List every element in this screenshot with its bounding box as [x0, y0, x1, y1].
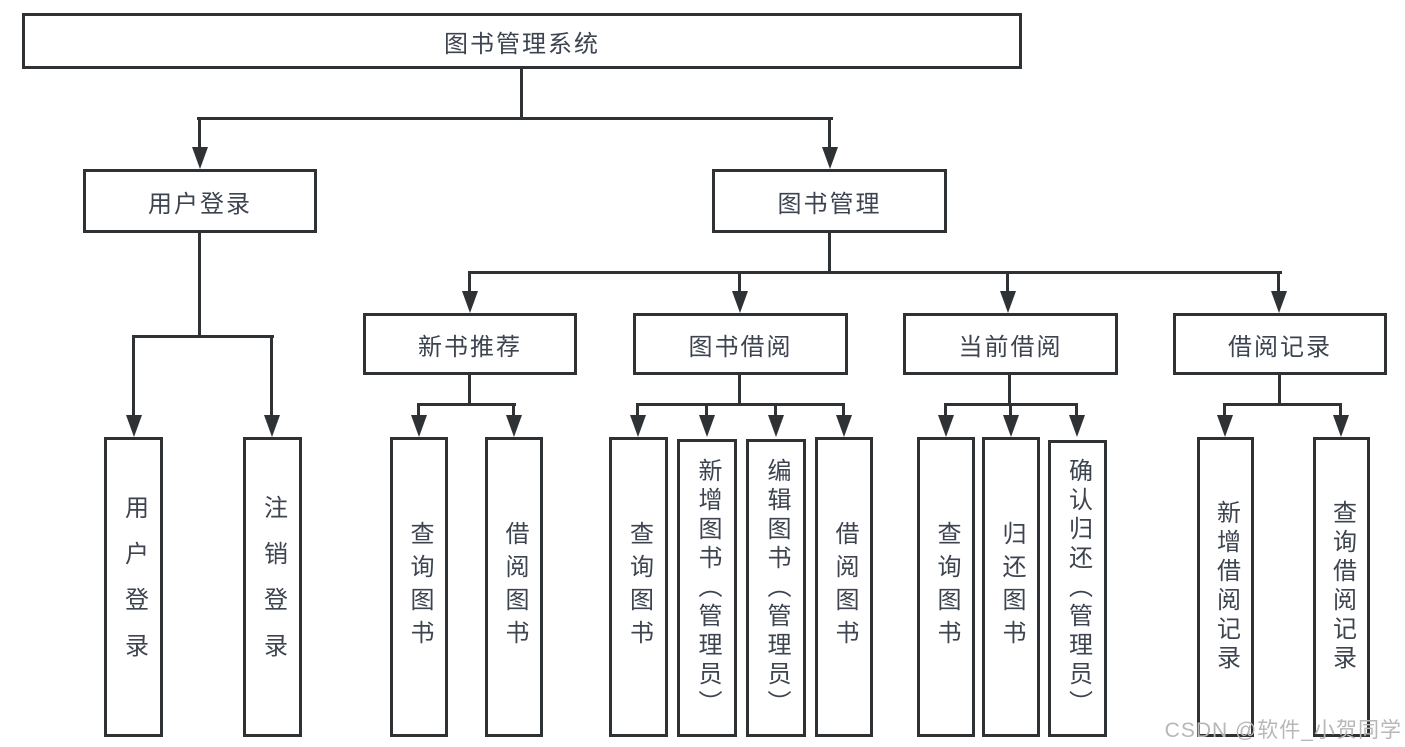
- connector-stem: [468, 271, 471, 293]
- node-user-login: 用户登录: [83, 169, 317, 233]
- connector-stem: [842, 403, 845, 417]
- leaf-query-book-recommend: 查询图书: [390, 437, 448, 737]
- connector-stem: [1339, 403, 1342, 417]
- arrowhead-icon: [768, 415, 784, 437]
- connector-stem: [774, 403, 777, 417]
- node-user-login-label: 用户登录: [148, 190, 252, 218]
- leaf-add-book-admin-label: 新增图书（管理员）: [694, 457, 721, 719]
- leaf-query-book-borrowing: 查询图书: [609, 437, 668, 737]
- node-library-system: 图书管理系统: [22, 13, 1022, 69]
- leaf-confirm-return-admin-label: 确认归还（管理员）: [1064, 458, 1092, 719]
- arrowhead-icon: [822, 147, 838, 169]
- leaf-query-book-current: 查询图书: [917, 437, 975, 737]
- leaf-query-borrow-record: 查询借阅记录: [1313, 437, 1370, 737]
- leaf-query-borrow-record-label: 查询借阅记录: [1328, 500, 1356, 674]
- node-current-borrowing: 当前借阅: [903, 313, 1118, 375]
- leaf-confirm-return-admin: 确认归还（管理员）: [1048, 440, 1107, 737]
- connector-stem: [1075, 403, 1078, 417]
- leaf-return-book-label: 归还图书: [998, 521, 1025, 653]
- leaf-borrow-book-recommend-label: 借阅图书: [501, 521, 528, 653]
- leaf-logout: 注销登录: [243, 437, 302, 737]
- connector-stem: [705, 403, 708, 417]
- connector-rail: [636, 403, 845, 406]
- node-new-book-recommend-label: 新书推荐: [418, 333, 522, 361]
- node-borrowing-records: 借阅记录: [1173, 313, 1387, 375]
- connector-stem: [944, 403, 947, 417]
- connector-stem: [132, 335, 135, 417]
- arrowhead-icon: [699, 415, 715, 437]
- arrowhead-icon: [732, 291, 748, 313]
- leaf-query-book-current-label: 查询图书: [933, 521, 960, 653]
- leaf-edit-book-admin-label: 编辑图书（管理员）: [763, 457, 790, 719]
- arrowhead-icon: [1217, 415, 1233, 437]
- connector-stem: [1006, 271, 1009, 293]
- connector-stem: [738, 271, 741, 293]
- connector-stem: [468, 375, 471, 405]
- arrowhead-icon: [938, 415, 954, 437]
- arrowhead-icon: [1000, 291, 1016, 313]
- arrowhead-icon: [1069, 415, 1085, 437]
- connector-stem: [828, 117, 831, 151]
- connector-stem: [270, 335, 273, 417]
- leaf-query-book-recommend-label: 查询图书: [406, 521, 433, 653]
- node-current-borrowing-label: 当前借阅: [958, 333, 1063, 361]
- leaf-query-book-borrowing-label: 查询图书: [625, 521, 653, 653]
- leaf-edit-book-admin: 编辑图书（管理员）: [746, 439, 806, 737]
- connector-rail: [1223, 403, 1342, 406]
- leaf-user-login-label: 用户登录: [120, 495, 148, 679]
- connector-rail: [197, 117, 833, 120]
- connector-rail: [132, 335, 274, 338]
- connector-stem: [828, 233, 831, 274]
- node-book-borrowing: 图书借阅: [633, 313, 848, 375]
- node-library-system-label: 图书管理系统: [444, 30, 600, 58]
- leaf-add-borrow-record-label: 新增借阅记录: [1212, 500, 1240, 674]
- node-borrowing-records-label: 借阅记录: [1228, 333, 1332, 361]
- leaf-add-book-admin: 新增图书（管理员）: [677, 439, 737, 737]
- node-new-book-recommend: 新书推荐: [363, 313, 577, 375]
- connector-stem: [417, 403, 420, 417]
- connector-stem: [1278, 375, 1281, 405]
- connector-stem: [1277, 271, 1280, 293]
- leaf-logout-label: 注销登录: [259, 495, 287, 679]
- arrowhead-icon: [264, 415, 280, 437]
- node-book-borrowing-label: 图书借阅: [688, 333, 793, 361]
- arrowhead-icon: [1333, 415, 1349, 437]
- connector-stem: [520, 68, 523, 120]
- arrowhead-icon: [836, 415, 852, 437]
- connector-stem: [512, 403, 515, 417]
- leaf-borrow-book-recommend: 借阅图书: [485, 437, 543, 737]
- connector-stem: [198, 117, 201, 151]
- leaf-add-borrow-record: 新增借阅记录: [1197, 437, 1254, 737]
- connector-stem: [198, 232, 201, 338]
- arrowhead-icon: [1003, 415, 1019, 437]
- arrowhead-icon: [411, 415, 427, 437]
- arrowhead-icon: [192, 147, 208, 169]
- connector-stem: [1008, 375, 1011, 405]
- arrowhead-icon: [1271, 291, 1287, 313]
- watermark: CSDN @软件_小贺同学: [1164, 719, 1402, 742]
- arrowhead-icon: [462, 291, 478, 313]
- connector-rail: [417, 403, 516, 406]
- arrowhead-icon: [506, 415, 522, 437]
- connector-stem: [738, 375, 741, 405]
- connector-stem: [1009, 403, 1012, 417]
- arrowhead-icon: [126, 415, 142, 437]
- connector-stem: [636, 403, 639, 417]
- connector-rail: [468, 271, 1282, 274]
- leaf-borrow-book: 借阅图书: [815, 437, 873, 737]
- leaf-return-book: 归还图书: [982, 437, 1040, 737]
- connector-stem: [1223, 403, 1226, 417]
- leaf-borrow-book-label: 借阅图书: [831, 521, 858, 653]
- arrowhead-icon: [630, 415, 646, 437]
- leaf-user-login: 用户登录: [104, 437, 163, 737]
- node-book-management-label: 图书管理: [777, 190, 882, 218]
- node-book-management: 图书管理: [712, 169, 947, 233]
